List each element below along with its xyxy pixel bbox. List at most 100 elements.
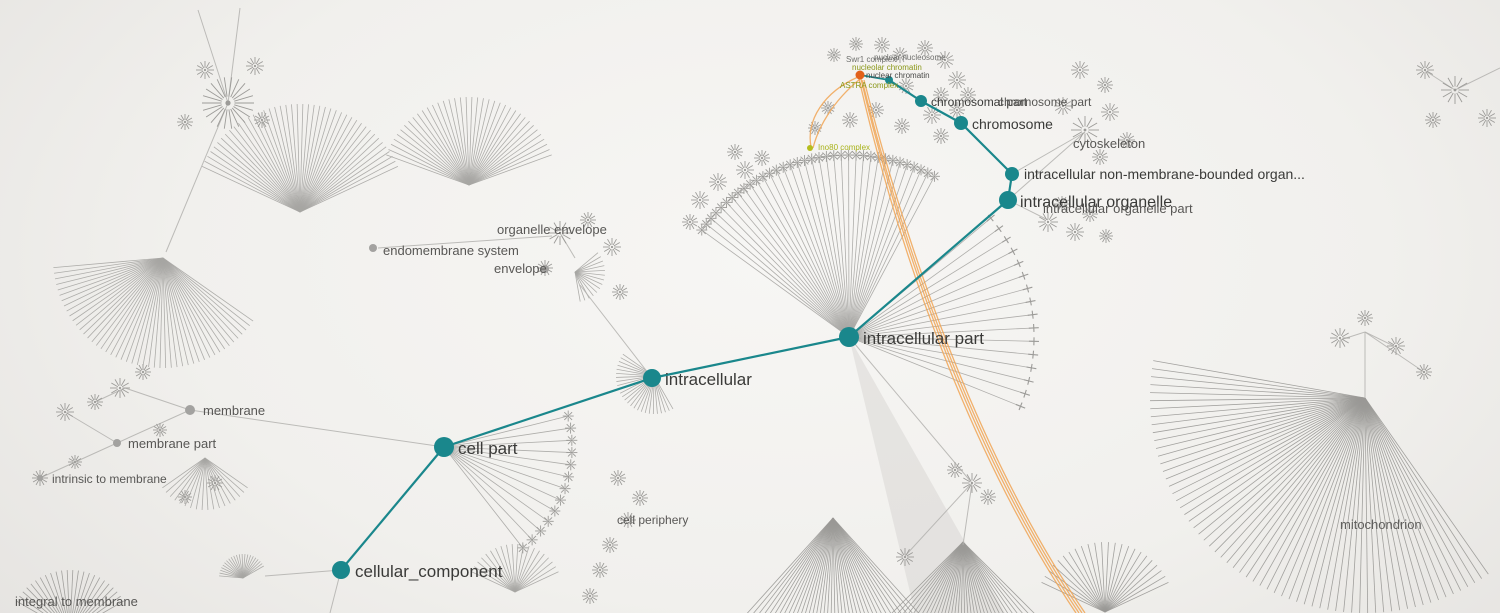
cluster-node[interactable] <box>68 455 82 469</box>
node-cellular-component[interactable] <box>332 561 350 579</box>
cluster-node[interactable] <box>1387 337 1405 355</box>
plus-node[interactable] <box>1028 337 1039 346</box>
cluster-node[interactable] <box>580 212 596 228</box>
cluster-node[interactable] <box>949 102 965 118</box>
cluster-node[interactable] <box>110 378 130 398</box>
cluster-node[interactable] <box>868 102 884 118</box>
cluster-node[interactable] <box>1099 229 1113 243</box>
cluster-node[interactable] <box>962 473 982 493</box>
cluster-node[interactable] <box>1071 116 1099 144</box>
node-burst[interactable] <box>828 150 840 162</box>
node-burst[interactable] <box>806 153 818 165</box>
plus-node[interactable] <box>1001 236 1011 244</box>
node-burst[interactable] <box>721 196 733 208</box>
cluster-node[interactable] <box>548 221 572 245</box>
cluster-node[interactable] <box>960 87 976 103</box>
node-intracellular-nmb-organelle[interactable] <box>1005 167 1019 181</box>
node-intracellular[interactable] <box>643 369 661 387</box>
cluster-node[interactable] <box>177 114 193 130</box>
node-burst[interactable] <box>549 505 561 517</box>
node-burst[interactable] <box>908 161 920 173</box>
cluster-node[interactable] <box>1441 76 1469 104</box>
cluster-node[interactable] <box>980 489 996 505</box>
cluster-node[interactable] <box>894 118 910 134</box>
cluster-node[interactable] <box>727 144 743 160</box>
cluster-node[interactable] <box>933 87 949 103</box>
cluster-node[interactable] <box>842 112 858 128</box>
plus-node[interactable] <box>1027 310 1038 319</box>
term-node[interactable] <box>113 439 121 447</box>
cluster-node[interactable] <box>947 462 963 478</box>
plus-node[interactable] <box>1013 259 1024 268</box>
node-burst[interactable] <box>750 174 762 186</box>
cluster-node[interactable] <box>1330 328 1350 348</box>
cluster-node[interactable] <box>178 490 192 504</box>
cluster-node[interactable] <box>610 470 626 486</box>
node-burst[interactable] <box>696 224 708 236</box>
cluster-node[interactable] <box>1425 112 1441 128</box>
plus-node[interactable] <box>1025 297 1036 306</box>
node-burst[interactable] <box>565 422 577 434</box>
cluster-node[interactable] <box>620 512 636 528</box>
cluster-node[interactable] <box>153 423 167 437</box>
cluster-node[interactable] <box>202 77 254 129</box>
cluster-node[interactable] <box>1478 109 1496 127</box>
cluster-node[interactable] <box>612 284 628 300</box>
cluster-node[interactable] <box>849 37 863 51</box>
cluster-node[interactable] <box>603 238 621 256</box>
plus-node[interactable] <box>1015 402 1026 411</box>
cluster-node[interactable] <box>1416 61 1434 79</box>
plus-node[interactable] <box>1026 363 1037 372</box>
cluster-node[interactable] <box>632 490 648 506</box>
cluster-node[interactable] <box>754 150 770 166</box>
node-burst[interactable] <box>565 459 577 471</box>
node-burst[interactable] <box>850 149 862 161</box>
node-intracellular-organelle[interactable] <box>999 191 1017 209</box>
cluster-node[interactable] <box>933 128 949 144</box>
node-burst[interactable] <box>738 182 750 194</box>
node-burst[interactable] <box>526 534 538 546</box>
term-node[interactable] <box>369 244 377 252</box>
node-burst[interactable] <box>554 494 566 506</box>
cluster-node[interactable] <box>917 40 933 56</box>
node-nuclear-chromatin-node[interactable] <box>855 70 865 80</box>
cluster-node[interactable] <box>254 112 270 128</box>
term-node[interactable] <box>37 475 43 481</box>
node-burst[interactable] <box>820 150 832 162</box>
plus-node[interactable] <box>1018 271 1029 280</box>
node-burst[interactable] <box>566 434 578 446</box>
cluster-node[interactable] <box>582 588 598 604</box>
node-burst[interactable] <box>784 159 796 171</box>
node-burst[interactable] <box>542 515 554 527</box>
cluster-node[interactable] <box>896 548 914 566</box>
node-burst[interactable] <box>757 171 769 183</box>
cluster-node[interactable] <box>1416 364 1432 380</box>
plus-node[interactable] <box>1023 376 1034 385</box>
node-burst[interactable] <box>744 178 756 190</box>
node-burst[interactable] <box>887 154 899 166</box>
node-chromosomal-part[interactable] <box>915 95 927 107</box>
node-intracellular-part[interactable] <box>839 327 859 347</box>
cluster-node[interactable] <box>135 364 151 380</box>
plus-node[interactable] <box>1028 350 1039 359</box>
cluster-node[interactable] <box>1101 103 1119 121</box>
node-burst[interactable] <box>791 157 803 169</box>
node-burst[interactable] <box>858 150 870 162</box>
cluster-node[interactable] <box>1054 97 1072 115</box>
cluster-node[interactable] <box>1071 61 1089 79</box>
cluster-node[interactable] <box>32 470 48 486</box>
node-burst[interactable] <box>726 191 738 203</box>
node-burst[interactable] <box>535 525 547 537</box>
cluster-node[interactable] <box>827 48 841 62</box>
term-node[interactable] <box>185 405 195 415</box>
cluster-node[interactable] <box>736 161 754 179</box>
cluster-node[interactable] <box>1119 132 1135 148</box>
node-burst[interactable] <box>813 151 825 163</box>
node-burst[interactable] <box>865 150 877 162</box>
cluster-node[interactable] <box>948 71 966 89</box>
plus-node[interactable] <box>1008 247 1018 256</box>
node-burst[interactable] <box>770 164 782 176</box>
plus-node[interactable] <box>994 225 1004 233</box>
node-burst[interactable] <box>562 471 574 483</box>
cluster-node[interactable] <box>1092 149 1108 165</box>
